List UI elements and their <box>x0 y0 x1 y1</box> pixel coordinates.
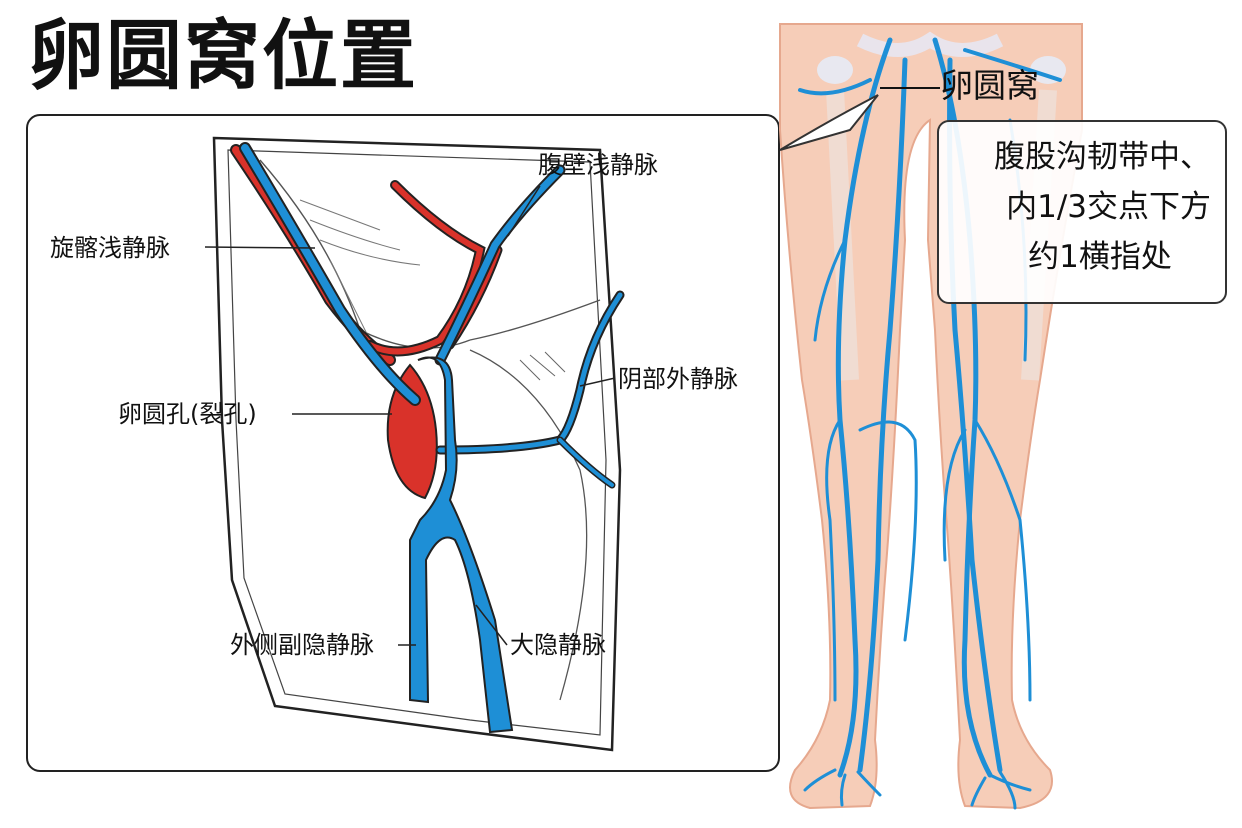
label-fossa-ovalis: 卵圆窝 <box>940 66 1039 105</box>
vein-vessels <box>239 142 625 489</box>
label-saphenous-opening: 卵圆孔(裂孔) <box>118 400 257 428</box>
callout-line-3: 约1横指处 <box>1028 239 1172 275</box>
label-superficial-epigastric-vein: 腹壁浅静脉 <box>538 151 658 179</box>
great-saphenous-trunk <box>409 356 514 734</box>
label-superficial-circumflex-iliac-vein: 旋髂浅静脉 <box>50 234 170 262</box>
label-external-pudendal-vein: 阴部外静脉 <box>618 365 738 393</box>
leader-lines <box>204 185 616 646</box>
callout-line-2: 内1/3交点下方 <box>1006 189 1211 225</box>
saphenous-opening-shape <box>386 363 438 500</box>
callout-pointer <box>779 94 879 151</box>
label-great-saphenous-vein: 大隐静脉 <box>510 631 606 659</box>
page-title: 卵圆窝位置 <box>28 11 418 100</box>
location-callout: 腹股沟韧带中、 内1/3交点下方 约1横指处 <box>937 120 1227 304</box>
callout-line-1: 腹股沟韧带中、 <box>994 139 1211 175</box>
label-accessory-saphenous-vein: 外侧副隐静脉 <box>230 631 374 659</box>
